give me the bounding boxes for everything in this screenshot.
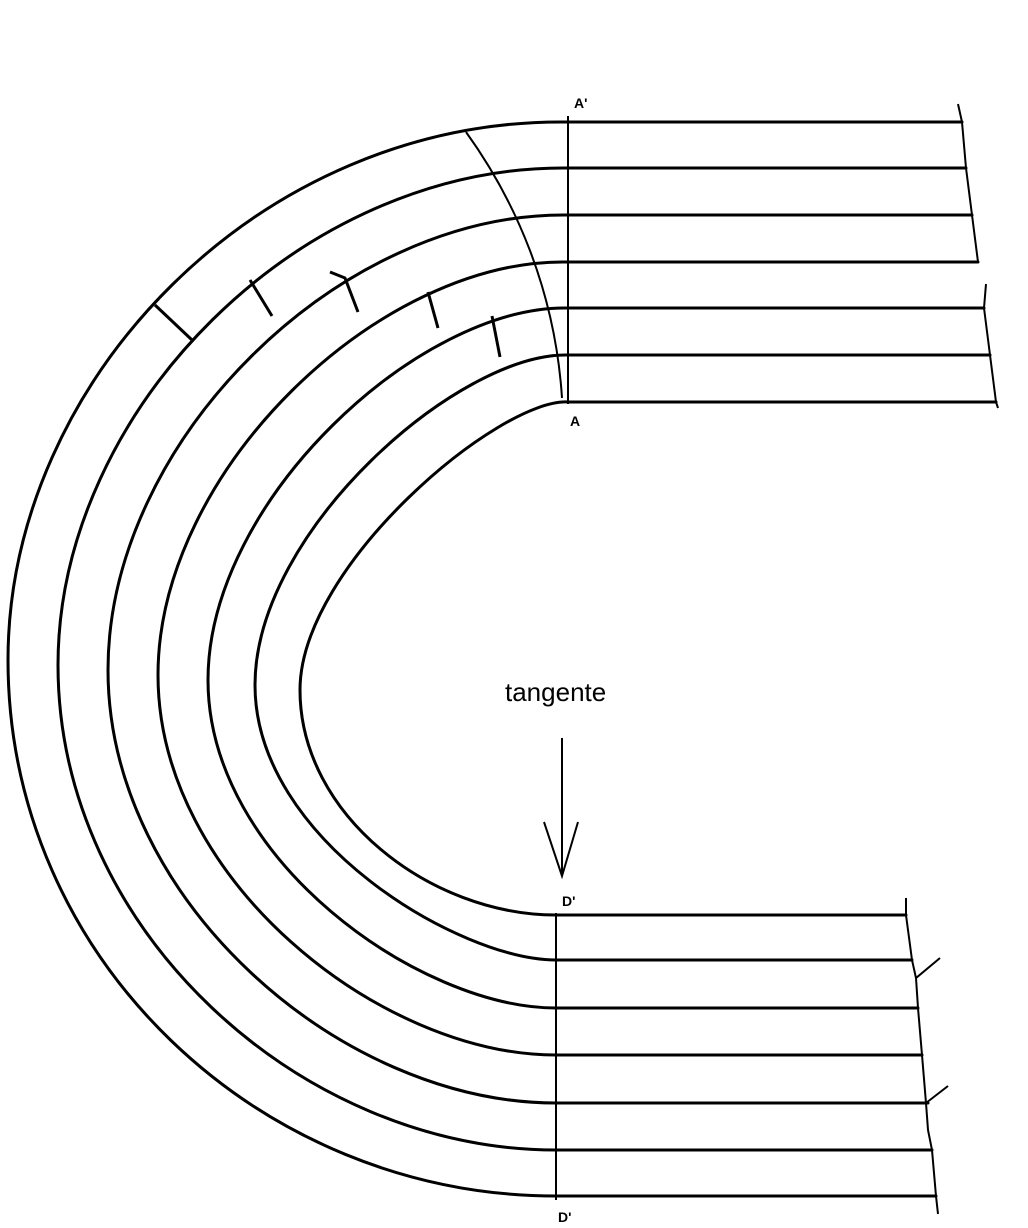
curve-lane-line-6 [253,353,570,962]
stagger-marks [153,270,502,358]
curve-lane-line-1 [6,120,570,1198]
stagger-mark-1 [153,303,194,342]
curve-lane-lines [6,120,570,1198]
stagger-mark-5 [490,315,502,358]
stagger-mark-2 [248,279,274,317]
curve-lane-line-3 [106,213,570,1105]
stagger-mark-4 [426,291,440,329]
point-label-d-bottom: D' [558,1209,571,1225]
point-label-a: A [570,413,580,429]
curve-lane-line-5 [206,306,570,1010]
curve-lane-line-4 [156,260,570,1057]
bottom-straight-lane-lines [554,913,938,1198]
bottom-end-line [905,898,949,1215]
stagger-mark-3 [329,270,360,313]
curve-lane-line-2 [56,166,570,1152]
curve-lane-line-7 [298,400,570,917]
point-label-d-top: D' [562,893,575,909]
top-straight-lane-lines [566,120,998,404]
down-arrow-icon [543,738,579,880]
point-label-a-top: A' [574,95,587,111]
staggered-start-arc [465,131,563,399]
tangent-annotation: tangente [505,677,606,707]
top-finish-line [957,103,999,409]
